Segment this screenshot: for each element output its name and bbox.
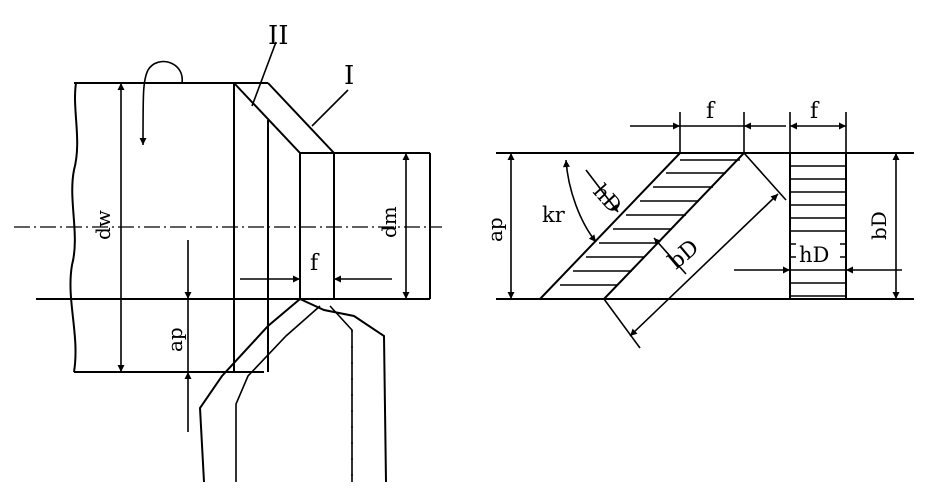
bd-diag-label: bD <box>664 235 704 275</box>
hd-diag-label: hD <box>588 179 626 218</box>
rotation-arrow <box>139 60 183 146</box>
leader-i <box>311 89 349 127</box>
bd-diag-ext-1 <box>603 298 641 349</box>
leader-ii <box>251 41 277 107</box>
f-top1-label: f <box>706 99 716 124</box>
tool-body-inner <box>299 298 387 483</box>
bd-diag-ext-2 <box>743 152 787 201</box>
tool-edge-inner-2 <box>329 305 353 482</box>
tool-body <box>198 298 301 483</box>
dm-label: dm <box>377 206 401 238</box>
label-ii: II <box>268 21 289 51</box>
oblique-chip-section <box>537 152 747 300</box>
label-i: I <box>344 61 354 91</box>
oblique-chip-hatching <box>560 159 740 286</box>
bd-right-label: bD <box>867 211 891 240</box>
ap-left-label: ap <box>163 327 187 352</box>
hd-right-label-bg <box>796 240 840 266</box>
f-left-label: f <box>310 251 320 276</box>
kr-angle-arc <box>562 159 597 243</box>
rect-chip-section <box>789 152 847 300</box>
hd-right-label: hD <box>799 243 829 267</box>
kr-label: kr <box>542 203 566 227</box>
dw-label: dw <box>91 210 115 240</box>
right-view: f f ap kr hD bD hD bD <box>483 99 914 349</box>
f-top2-label: f <box>810 99 820 124</box>
rect-chip-hatching <box>790 165 846 297</box>
hd-diag-arrow-1 <box>585 169 619 213</box>
cut-chamfer-2 <box>267 82 335 154</box>
cut-chamfer-1 <box>233 82 301 154</box>
ap-right-label: ap <box>483 217 507 242</box>
bd-diag-dim-line <box>629 193 779 337</box>
left-view: dw dm ap f II I <box>14 21 442 483</box>
workpiece-break-edge <box>69 82 79 373</box>
tool-edge-inner-1 <box>235 305 321 482</box>
